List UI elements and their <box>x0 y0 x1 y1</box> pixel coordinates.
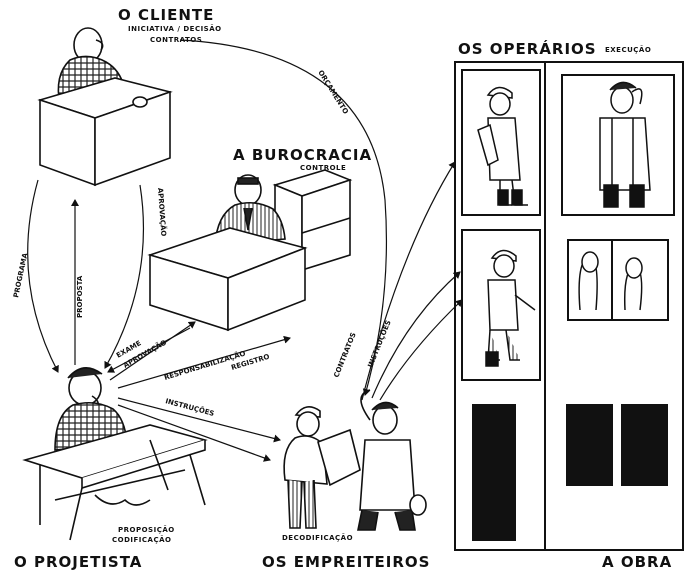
label-contratos: CONTRATOS <box>332 331 357 378</box>
label-instrucoes: INSTRUÇÕES <box>164 396 215 418</box>
cliente-subtitle: INICIATIVA / DECISÃO <box>128 25 222 33</box>
projetista-title: O PROJETISTA <box>14 553 142 571</box>
arrow-obra-1 <box>362 162 455 400</box>
empreiteiros-figures <box>284 390 426 530</box>
arrow-programa <box>28 180 58 372</box>
projetista-codificacao: CODIFICAÇÃO <box>112 536 171 544</box>
cliente-title: O CLIENTE <box>118 6 214 24</box>
label-orcamento: ORÇAMENTO <box>316 69 349 116</box>
label-aprovacao-top: APROVAÇÃO <box>156 188 168 237</box>
empreiteiros-subtitle: DECODIFICAÇÃO <box>282 534 353 542</box>
burocracia-title: A BUROCRACIA <box>233 146 372 164</box>
arrow-obra-3 <box>380 300 462 400</box>
cliente-figure <box>40 28 170 185</box>
projetista-figure <box>25 368 205 540</box>
label-programa: PROGRAMA <box>12 252 29 299</box>
cliente-contratos: CONTRATOS <box>150 36 202 44</box>
burocracia-subtitle: CONTROLE <box>300 164 346 172</box>
obra-title: A OBRA <box>602 553 672 571</box>
projetista-proposicao: PROPOSIÇÃO <box>118 526 175 534</box>
burocracia-figure <box>150 170 350 330</box>
empreiteiros-title: OS EMPREITEIROS <box>262 553 431 571</box>
label-proposta: PROPOSTA <box>76 275 84 318</box>
label-instrucoes-2: INSTRUÇÕES <box>366 319 393 369</box>
operarios-title: OS OPERÁRIOS <box>458 40 597 58</box>
operarios-subtitle: EXECUÇÃO <box>605 46 651 54</box>
